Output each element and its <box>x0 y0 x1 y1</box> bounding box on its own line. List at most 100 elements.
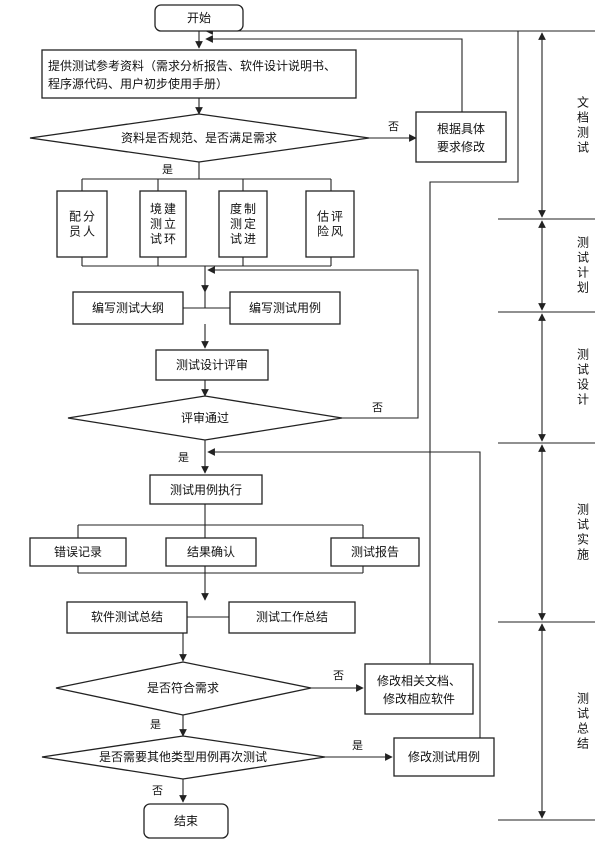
svg-text:计: 计 <box>577 266 589 280</box>
svg-text:风: 风 <box>331 225 343 239</box>
svg-text:估: 估 <box>317 210 329 224</box>
svg-text:立: 立 <box>164 216 176 231</box>
svg-text:建: 建 <box>164 202 176 216</box>
build-env-label: 建立环 境测试 <box>150 201 176 246</box>
retest-label: 是否需要其他类型用例再次测试 <box>99 749 267 764</box>
modify-docs-line-1: 修改相关文档、 <box>377 673 461 688</box>
svg-text:测: 测 <box>577 503 589 517</box>
svg-text:文: 文 <box>577 95 589 110</box>
node-execute-cases: 测试用例执行 <box>149 474 263 505</box>
decision-retest: 是否需要其他类型用例再次测试 <box>41 735 326 780</box>
svg-text:险: 险 <box>317 224 329 239</box>
edge-label-yes: 是 <box>162 163 173 176</box>
check-docs-label: 资料是否规范、是否满足需求 <box>121 130 277 145</box>
svg-text:设: 设 <box>577 378 589 392</box>
work-summary-label: 测试工作总结 <box>256 609 328 624</box>
svg-text:试: 试 <box>230 231 242 246</box>
svg-text:结: 结 <box>577 737 589 751</box>
svg-text:试: 试 <box>577 140 589 155</box>
svg-text:试: 试 <box>577 362 589 377</box>
node-revise-requirements: 根据具体 要求修改 <box>415 111 507 163</box>
provide-line-2: 程序源代码、用户初步使用手册） <box>48 76 228 91</box>
svg-text:测: 测 <box>150 217 162 231</box>
node-design-review: 测试设计评审 <box>155 349 269 381</box>
svg-text:员: 员 <box>69 225 81 239</box>
svg-text:评: 评 <box>331 210 343 224</box>
edge-label-no: 否 <box>388 120 399 133</box>
software-summary-label: 软件测试总结 <box>91 609 163 624</box>
edge-label-no: 否 <box>152 784 163 797</box>
modify-cases-label: 修改测试用例 <box>408 749 480 764</box>
node-provide-materials: 提供测试参考资料（需求分析报告、软件设计说明书、 程序源代码、用户初步使用手册） <box>41 49 357 99</box>
node-work-summary: 测试工作总结 <box>228 601 356 634</box>
node-modify-cases: 修改测试用例 <box>393 737 495 777</box>
edge-label-no: 否 <box>372 401 383 414</box>
svg-text:划: 划 <box>577 281 589 295</box>
node-end: 结束 <box>143 803 229 839</box>
node-modify-docs-software: 修改相关文档、 修改相应软件 <box>364 663 474 715</box>
revise-line-1: 根据具体 <box>437 122 485 136</box>
test-report-label: 测试报告 <box>351 544 399 559</box>
meets-req-label: 是否符合需求 <box>147 680 219 695</box>
connectors <box>77 27 519 803</box>
svg-text:实: 实 <box>577 532 589 547</box>
edge-labels: 否 是 否 是 否 是 是 否 <box>150 120 399 797</box>
node-software-summary: 软件测试总结 <box>66 601 188 634</box>
svg-text:施: 施 <box>577 548 589 562</box>
svg-text:测: 测 <box>230 217 242 231</box>
provide-line-1: 提供测试参考资料（需求分析报告、软件设计说明书、 <box>48 58 336 73</box>
edge-label-yes: 是 <box>150 718 161 731</box>
svg-text:测: 测 <box>577 348 589 362</box>
edge-label-no: 否 <box>333 669 344 682</box>
svg-text:试: 试 <box>150 231 162 246</box>
node-build-environment: 建立环 境测试 <box>139 190 187 258</box>
error-log-label: 错误记录 <box>54 545 102 559</box>
edge-label-yes: 是 <box>178 451 189 464</box>
svg-text:定: 定 <box>244 216 256 231</box>
svg-text:人: 人 <box>83 225 95 239</box>
phase-test-design: 测试设计 <box>577 348 589 407</box>
svg-text:总: 总 <box>577 722 589 736</box>
execute-cases-label: 测试用例执行 <box>170 482 242 497</box>
revise-line-2: 要求修改 <box>437 139 485 154</box>
node-result-confirm: 结果确认 <box>165 537 257 567</box>
write-cases-label: 编写测试用例 <box>249 300 321 315</box>
node-error-log: 错误记录 <box>29 537 127 567</box>
svg-text:境: 境 <box>150 201 162 216</box>
svg-text:试: 试 <box>577 517 589 532</box>
svg-text:分: 分 <box>83 210 95 224</box>
start-label: 开始 <box>187 11 211 25</box>
result-confirm-label: 结果确认 <box>187 545 235 559</box>
svg-text:配: 配 <box>69 210 81 224</box>
node-write-outline: 编写测试大纲 <box>72 291 184 325</box>
svg-text:环: 环 <box>164 232 176 246</box>
modify-docs-line-2: 修改相应软件 <box>383 691 455 706</box>
node-start: 开始 <box>154 4 244 32</box>
svg-text:测: 测 <box>577 692 589 706</box>
svg-text:制: 制 <box>244 202 256 216</box>
edge-label-yes: 是 <box>352 739 363 752</box>
node-test-report: 测试报告 <box>330 537 420 567</box>
node-write-cases: 编写测试用例 <box>229 291 341 325</box>
svg-text:测: 测 <box>577 126 589 140</box>
svg-text:试: 试 <box>577 706 589 721</box>
design-review-label: 测试设计评审 <box>176 357 248 372</box>
outline-label: 编写测试大纲 <box>92 300 164 315</box>
decision-check-docs: 资料是否规范、是否满足需求 <box>29 113 370 163</box>
decision-review-passed: 评审通过 <box>67 395 343 441</box>
svg-text:档: 档 <box>577 111 589 125</box>
end-label: 结束 <box>174 814 198 828</box>
svg-text:计: 计 <box>577 393 589 407</box>
svg-text:试: 试 <box>577 250 589 265</box>
